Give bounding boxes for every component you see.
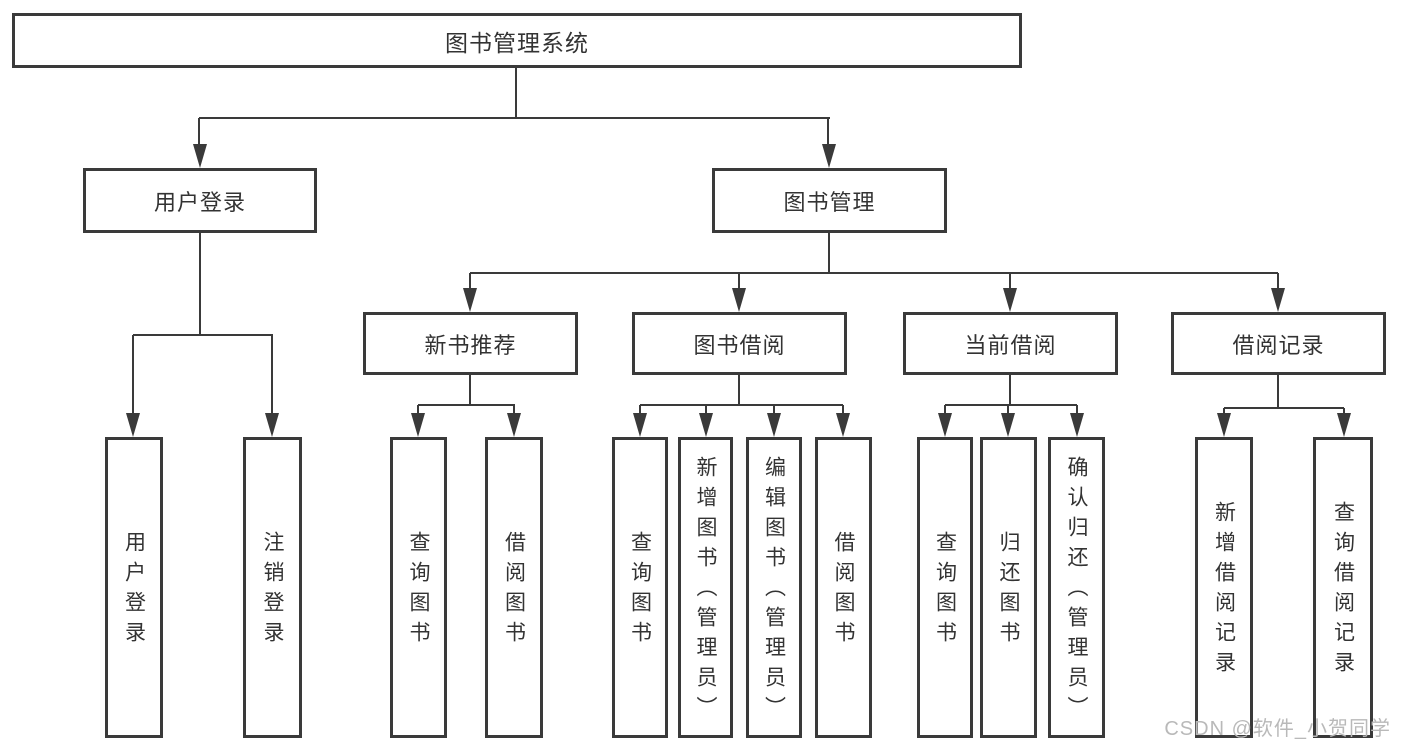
- node-borrowing-records: 借阅记录: [1171, 312, 1386, 375]
- arrow-down-icon: [1271, 288, 1285, 312]
- arrow-down-icon: [938, 413, 952, 437]
- leaf-add-book-admin: 新增图书（管理员）: [678, 437, 733, 738]
- leaf-confirm-return-admin: 确认归还（管理员）: [1048, 437, 1105, 738]
- node-current-borrowing: 当前借阅: [903, 312, 1118, 375]
- node-book-management: 图书管理: [712, 168, 947, 233]
- leaf-query-books-borrowing: 查询图书: [612, 437, 668, 738]
- watermark: CSDN @软件_小贺同学: [1164, 718, 1391, 740]
- arrow-down-icon: [1337, 413, 1351, 437]
- arrow-down-icon: [1001, 413, 1015, 437]
- arrow-down-icon: [1003, 288, 1017, 312]
- leaf-borrow-books-borrowing: 借阅图书: [815, 437, 872, 738]
- arrow-down-icon: [767, 413, 781, 437]
- leaf-return-book: 归还图书: [980, 437, 1037, 738]
- arrow-down-icon: [463, 288, 477, 312]
- leaf-query-books-current: 查询图书: [917, 437, 973, 738]
- arrow-down-icon: [633, 413, 647, 437]
- arrow-down-icon: [836, 413, 850, 437]
- leaf-logout: 注销登录: [243, 437, 302, 738]
- arrow-down-icon: [1217, 413, 1231, 437]
- arrow-down-icon: [822, 144, 836, 168]
- arrow-down-icon: [1070, 413, 1084, 437]
- arrow-down-icon: [265, 413, 279, 437]
- arrow-down-icon: [699, 413, 713, 437]
- leaf-query-books-recommend: 查询图书: [390, 437, 447, 738]
- leaf-query-borrow-record: 查询借阅记录: [1313, 437, 1373, 738]
- leaf-borrow-books-recommend: 借阅图书: [485, 437, 543, 738]
- node-book-borrowing: 图书借阅: [632, 312, 847, 375]
- node-user-login: 用户登录: [83, 168, 317, 233]
- node-new-book-recommendation: 新书推荐: [363, 312, 578, 375]
- arrow-down-icon: [411, 413, 425, 437]
- node-library-management-system: 图书管理系统: [12, 13, 1022, 68]
- leaf-edit-book-admin: 编辑图书（管理员）: [746, 437, 802, 738]
- leaf-add-borrow-record: 新增借阅记录: [1195, 437, 1253, 738]
- arrow-down-icon: [193, 144, 207, 168]
- leaf-user-login: 用户登录: [105, 437, 163, 738]
- arrow-down-icon: [126, 413, 140, 437]
- arrow-down-icon: [507, 413, 521, 437]
- arrow-down-icon: [732, 288, 746, 312]
